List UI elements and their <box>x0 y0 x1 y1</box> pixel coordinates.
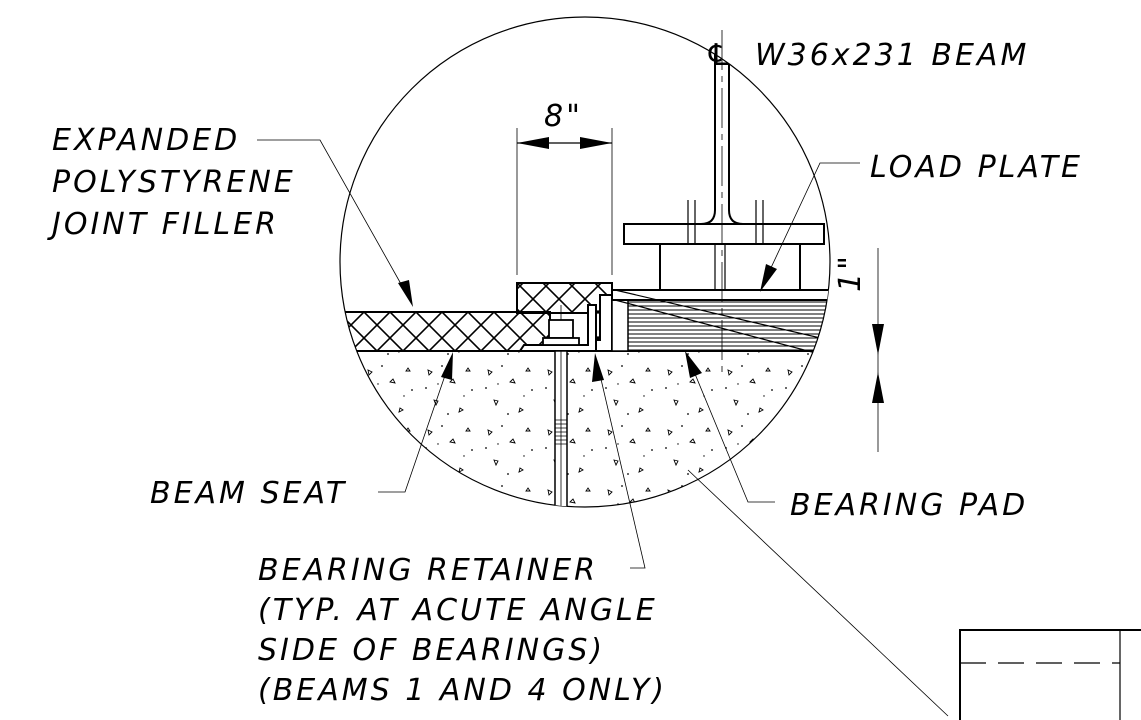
bearing-retainer-label-line1: BEARING RETAINER <box>258 553 598 588</box>
dimension-8in-label: 8" <box>544 99 583 134</box>
leaders <box>257 139 949 717</box>
title-box-fragment <box>959 629 1141 720</box>
beam-web <box>700 17 744 225</box>
bearing-pad-label: BEARING PAD <box>790 488 1028 523</box>
dimension-1in <box>872 248 884 452</box>
bearing-retainer-label-line2: (TYP. AT ACUTE ANGLE <box>258 593 658 628</box>
joint-filler <box>340 311 551 352</box>
bolt-nut <box>548 319 574 339</box>
bearing-retainer-label-line3: SIDE OF BEARINGS) <box>258 633 605 668</box>
bolt-threads <box>555 419 567 445</box>
joint-filler-label-line1: EXPANDED <box>52 123 240 158</box>
beam-label: W36x231 BEAM <box>755 38 1029 73</box>
beam-bottom-flange <box>623 223 825 245</box>
detail-interior <box>340 17 830 507</box>
dimension-1in-label: 1" <box>833 253 868 292</box>
retainer-angle <box>518 304 597 352</box>
dimension-8in <box>516 128 613 275</box>
joint-filler-label-line2: POLYSTYRENE <box>52 165 296 200</box>
bolt-washer <box>542 337 580 346</box>
centerline-symbol: ℄ <box>705 38 735 73</box>
beam-seat-concrete <box>340 351 830 507</box>
beam-seat-label: BEAM SEAT <box>150 476 347 511</box>
bearing-retainer-label-line4: (BEAMS 1 AND 4 ONLY) <box>258 673 667 708</box>
load-plate-label: LOAD PLATE <box>870 150 1083 185</box>
bearing-pad <box>611 299 830 352</box>
joint-filler-label-line3: JOINT FILLER <box>47 207 279 242</box>
